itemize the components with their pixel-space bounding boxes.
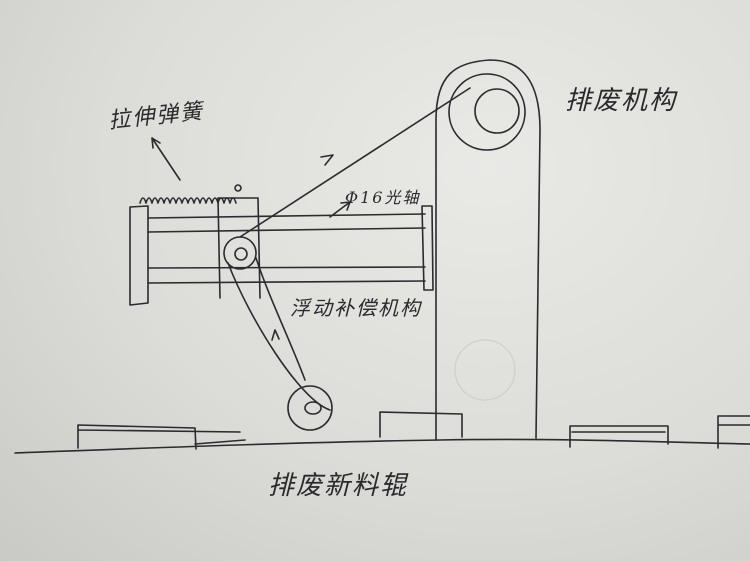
faint-circle	[454, 339, 516, 401]
waste-roller-hub	[304, 401, 322, 415]
shaft-pointer-arrow	[329, 201, 351, 218]
tower-base	[379, 411, 463, 438]
compensation-roller-hub	[234, 247, 248, 261]
spring-pointer-arrow	[151, 137, 181, 181]
left-plate	[129, 205, 149, 306]
label-floating-compensation: 浮动补偿机构	[290, 296, 422, 320]
sliding-block	[217, 197, 261, 299]
floor-line	[14, 438, 750, 454]
label-waste-roller: 排废新料辊	[268, 471, 409, 501]
right-plate	[421, 205, 434, 291]
shaft-lower	[147, 266, 426, 284]
far-right-conveyor	[717, 415, 750, 449]
spring-anchor	[234, 184, 242, 192]
web-arrow-upper	[320, 154, 334, 166]
web-arrow-lower	[271, 329, 280, 341]
tower-roller-outer	[448, 73, 526, 151]
shaft-upper	[147, 213, 426, 233]
right-conveyor	[569, 425, 669, 448]
waste-tower	[435, 59, 541, 441]
tower-roller-inner	[474, 88, 520, 134]
label-waste-mechanism: 排废机构	[565, 86, 678, 116]
tension-spring	[139, 197, 237, 204]
waste-roller	[287, 385, 333, 431]
label-shaft: Φ16光轴	[345, 188, 421, 207]
left-conveyor	[77, 424, 246, 450]
web-path	[227, 87, 471, 411]
